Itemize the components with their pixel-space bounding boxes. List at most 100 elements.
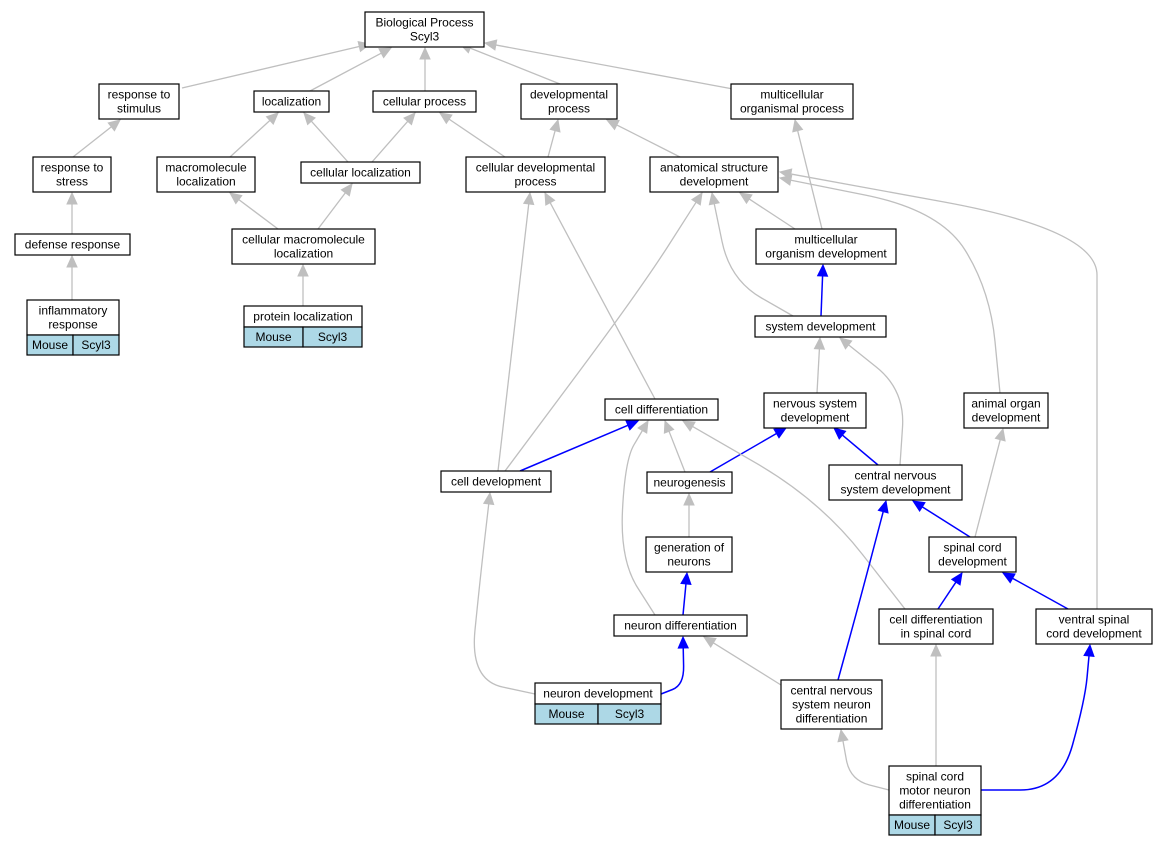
edge-cml-to-cl-arrowhead [340, 183, 353, 197]
go-term-node-nd[interactable]: neuron differentiation [613, 614, 748, 637]
edge-cdisc-to-cdiff [691, 425, 906, 610]
node-box [604, 398, 719, 421]
node-label-line: system development [765, 320, 876, 334]
edge-sd-to-mod [820, 274, 824, 317]
go-term-node-cp[interactable]: cellular process [372, 90, 477, 113]
go-term-node-sd[interactable]: system development [754, 315, 887, 338]
graph-edges [66, 39, 1098, 791]
edge-nd-to-cdiff-arrowhead [637, 419, 649, 434]
node-box [372, 90, 477, 113]
node-box [928, 536, 1017, 573]
edge-asd-to-dp-arrowhead [605, 119, 620, 131]
edge-loc-to-bp-arrowhead [378, 47, 393, 59]
node-label-line: localization [274, 247, 333, 261]
edge-ml-to-loc [229, 119, 272, 158]
node-label-line: ventral spinal [1059, 613, 1130, 627]
edge-ir-to-dr-arrowhead [66, 254, 78, 268]
node-box [755, 228, 897, 265]
gene-tag: Scyl3 [318, 330, 348, 344]
species-tag: Mouse [255, 330, 291, 344]
edge-dr-to-rtstress-arrowhead [66, 191, 78, 205]
edge-cdev-to-cdiff-arrowhead [625, 420, 640, 431]
go-term-node-ng[interactable]: neurogenesis [646, 471, 733, 494]
node-label-line: differentiation [796, 712, 868, 726]
node-label-line: cell differentiation [615, 403, 708, 417]
edge-cml-to-ml [237, 198, 279, 230]
edge-rts-to-bp [181, 45, 361, 89]
node-label-line: animal organ [971, 397, 1040, 411]
edge-scd-to-cnsd [921, 505, 971, 538]
edge-loc-to-bp [309, 52, 383, 92]
node-label-line: response to [41, 161, 104, 175]
edge-ng-to-cdiff [668, 430, 686, 473]
node-label-line: differentiation [899, 798, 971, 812]
edge-nd-to-cdiff [621, 429, 656, 616]
node-box [649, 156, 779, 193]
node-label-line: central nervous [790, 684, 872, 698]
edge-cl-to-cp [371, 120, 409, 163]
node-label-line: spinal cord [943, 541, 1001, 555]
node-label-line: response to [108, 88, 171, 102]
edge-cl-to-loc [310, 120, 349, 163]
node-box [14, 233, 131, 256]
go-term-node-dr[interactable]: defense response [14, 233, 131, 256]
edge-cdiff-to-cdp [549, 201, 656, 400]
node-box [364, 11, 485, 48]
edge-nsd-to-sd-arrowhead [813, 336, 826, 350]
node-box [780, 679, 883, 730]
edge-scmnd-to-cdisc-arrowhead [930, 643, 942, 657]
node-label-line: spinal cord [906, 770, 964, 784]
edge-vscd-to-asd-arrowhead [778, 168, 793, 180]
edge-ng-to-nsd [709, 432, 778, 473]
edge-cdp-to-cp-arrowhead [438, 112, 453, 125]
node-label-line: neuron differentiation [624, 619, 737, 633]
go-term-node-cdiff[interactable]: cell differentiation [604, 398, 719, 421]
node-label-line: organismal process [740, 102, 844, 116]
edge-vscd-to-scd [1011, 577, 1069, 610]
node-label-line: stimulus [117, 102, 161, 116]
node-box [253, 90, 330, 113]
go-term-node-cl[interactable]: cellular localization [300, 161, 421, 184]
edge-scd-to-cnsd-arrowhead [911, 500, 926, 513]
edge-mod-to-asd-arrowhead [738, 192, 753, 205]
node-label-line: cellular macromolecule [242, 233, 365, 247]
node-label-line: nervous system [773, 397, 857, 411]
node-box [754, 315, 887, 338]
go-term-node-cdev[interactable]: cell development [440, 470, 552, 493]
node-label-line: multicellular [760, 88, 823, 102]
annotation-tag-cell [72, 334, 120, 356]
edge-cnsd-to-sd-arrowhead [839, 337, 853, 350]
node-box [878, 608, 994, 645]
edge-scmnd-to-cnsnd-arrowhead [837, 728, 849, 743]
node-box [98, 83, 180, 120]
node-box [300, 161, 421, 184]
go-term-node-loc[interactable]: localization [253, 90, 330, 113]
edge-ng-to-nsd-arrowhead [773, 427, 788, 439]
edge-cml-to-cl [317, 191, 347, 230]
node-label-line: system development [840, 483, 951, 497]
edge-cnsd-to-nsd [841, 433, 879, 466]
